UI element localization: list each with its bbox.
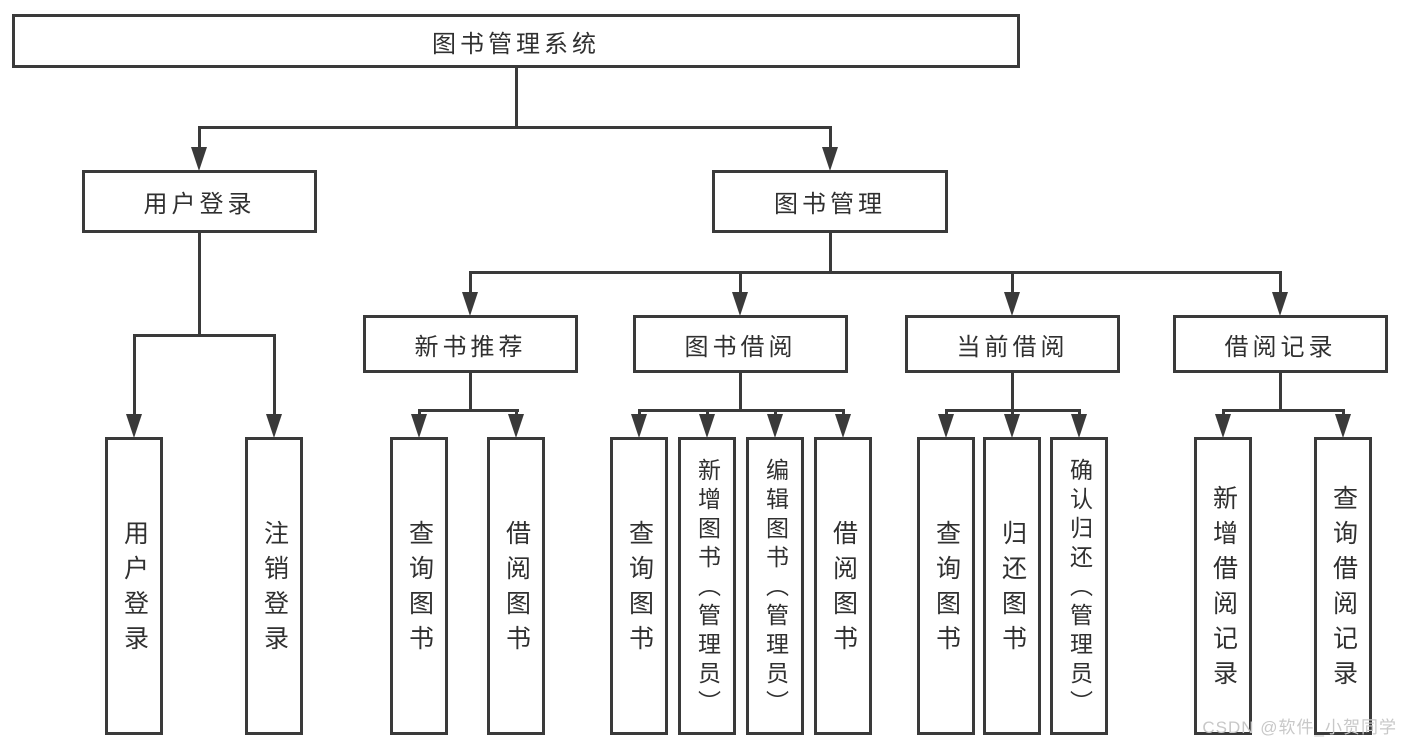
connector-recommend-branch — [418, 409, 519, 412]
leaf-query-books-current: 查询图书 — [917, 437, 975, 735]
connector-borrowing-stem — [739, 373, 742, 411]
arrowhead-down-icon — [1215, 414, 1231, 438]
connector-drop — [273, 334, 276, 417]
arrowhead-down-icon — [1272, 292, 1288, 316]
csdn-watermark: CSDN @软件_小贺同学 — [1202, 718, 1397, 737]
connector-recommend-stem — [469, 373, 472, 411]
leaf-user-login: 用户登录 — [105, 437, 163, 735]
leaf-logout: 注销登录 — [245, 437, 303, 735]
leaf-add-book-admin: 新增图书（管理员） — [678, 437, 736, 735]
connector-drop — [1279, 271, 1282, 295]
node-borrowing-records: 借阅记录 — [1173, 315, 1388, 373]
node-book-management: 图书管理 — [712, 170, 948, 233]
arrowhead-down-icon — [508, 414, 524, 438]
arrowhead-down-icon — [126, 414, 142, 438]
node-book-borrowing: 图书借阅 — [633, 315, 848, 373]
arrowhead-down-icon — [191, 147, 207, 171]
arrowhead-down-icon — [938, 414, 954, 438]
connector-drop — [1222, 409, 1225, 417]
leaf-return-book: 归还图书 — [983, 437, 1041, 735]
leaf-query-books-borrowing: 查询图书 — [610, 437, 668, 735]
arrowhead-down-icon — [822, 147, 838, 171]
connector-drop — [469, 271, 472, 295]
arrowhead-down-icon — [699, 414, 715, 438]
leaf-add-borrow-record: 新增借阅记录 — [1194, 437, 1252, 735]
connector-drop — [638, 409, 641, 417]
arrowhead-down-icon — [835, 414, 851, 438]
connector-root-branch — [198, 126, 832, 129]
connector-records-stem — [1279, 373, 1282, 411]
connector-borrowing-branch — [638, 409, 845, 412]
connector-user-login-stem — [198, 233, 201, 336]
arrowhead-down-icon — [1335, 414, 1351, 438]
node-new-book-recommend: 新书推荐 — [363, 315, 578, 373]
connector-drop — [739, 271, 742, 295]
connector-drop — [945, 409, 948, 417]
arrowhead-down-icon — [462, 292, 478, 316]
connector-drop — [774, 409, 777, 417]
node-root: 图书管理系统 — [12, 14, 1020, 68]
leaf-borrow-books-borrowing: 借阅图书 — [814, 437, 872, 735]
arrowhead-down-icon — [732, 292, 748, 316]
leaf-query-books-recommend: 查询图书 — [390, 437, 448, 735]
connector-user-login-branch — [133, 334, 276, 337]
arrowhead-down-icon — [767, 414, 783, 438]
leaf-edit-book-admin: 编辑图书（管理员） — [746, 437, 804, 735]
connector-records-branch — [1222, 409, 1345, 412]
connector-drop — [842, 409, 845, 417]
connector-drop — [418, 409, 421, 417]
connector-drop — [515, 409, 518, 417]
connector-root-stem — [515, 68, 518, 126]
arrowhead-down-icon — [266, 414, 282, 438]
arrowhead-down-icon — [631, 414, 647, 438]
node-current-borrowing: 当前借阅 — [905, 315, 1120, 373]
arrowhead-down-icon — [1071, 414, 1087, 438]
arrowhead-down-icon — [1004, 292, 1020, 316]
connector-drop — [706, 409, 709, 417]
node-user-login: 用户登录 — [82, 170, 317, 233]
connector-drop — [198, 126, 201, 150]
connector-drop — [1342, 409, 1345, 417]
connector-drop — [1011, 271, 1014, 295]
leaf-query-borrow-record: 查询借阅记录 — [1314, 437, 1372, 735]
connector-drop — [133, 334, 136, 417]
connector-drop — [829, 126, 832, 150]
leaf-confirm-return-admin: 确认归还（管理员） — [1050, 437, 1108, 735]
connector-drop — [1078, 409, 1081, 417]
connector-book-mgmt-branch — [469, 271, 1282, 274]
arrowhead-down-icon — [411, 414, 427, 438]
connector-current-stem — [1011, 373, 1014, 411]
arrowhead-down-icon — [1004, 414, 1020, 438]
connector-drop — [1011, 409, 1014, 417]
leaf-borrow-books-recommend: 借阅图书 — [487, 437, 545, 735]
connector-book-mgmt-stem — [829, 233, 832, 273]
